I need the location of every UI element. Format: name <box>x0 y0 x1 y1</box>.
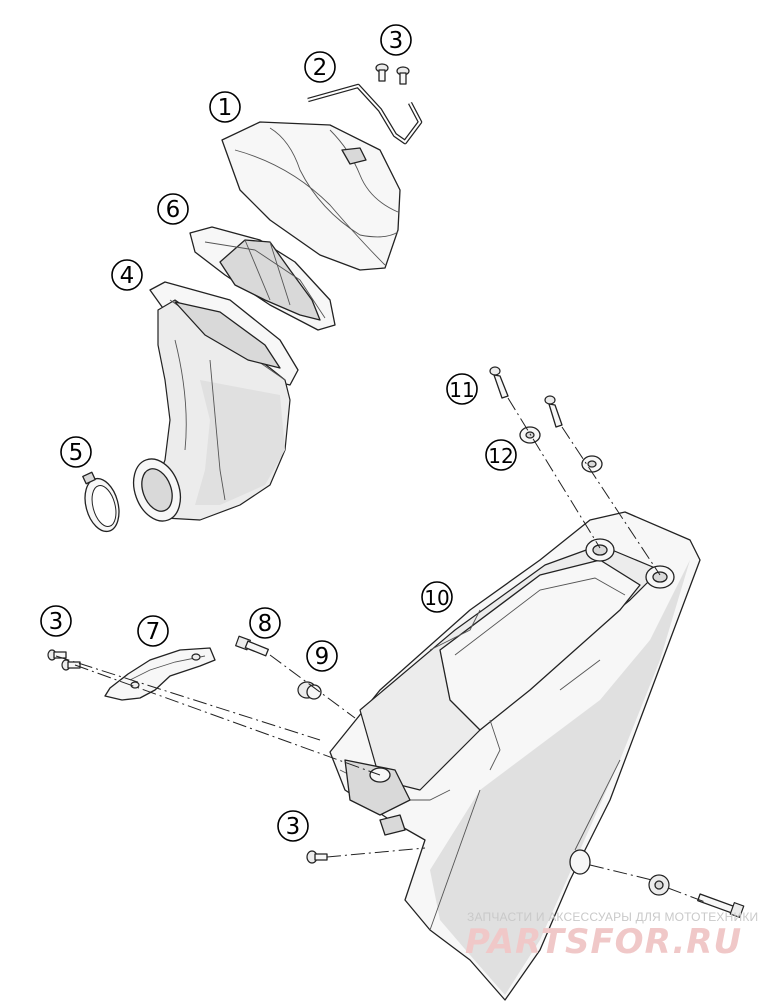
mounting-bracket <box>104 647 216 701</box>
watermark-brand-logo: PARTSFOR.RU <box>465 922 743 962</box>
svg-text:12: 12 <box>488 444 513 468</box>
callout-3-left: 3 <box>40 605 72 637</box>
svg-text:8: 8 <box>258 611 273 637</box>
svg-text:9: 9 <box>315 644 330 670</box>
svg-text:7: 7 <box>146 619 161 645</box>
svg-text:1: 1 <box>218 95 233 121</box>
svg-text:4: 4 <box>120 263 135 289</box>
screw-bottom <box>306 850 328 864</box>
screws-left <box>47 649 81 671</box>
callout-3-top: 3 <box>380 24 412 56</box>
svg-text:2: 2 <box>313 55 328 81</box>
svg-text:3: 3 <box>286 814 301 840</box>
callout-5: 5 <box>60 436 92 468</box>
bolt <box>235 635 269 657</box>
svg-text:3: 3 <box>389 28 404 54</box>
callout-4: 4 <box>111 259 143 291</box>
filter-element <box>189 226 336 331</box>
callout-6: 6 <box>157 193 189 225</box>
leader-lines <box>55 397 706 903</box>
callout-9: 9 <box>306 640 338 672</box>
callout-3-bottom: 3 <box>277 810 309 842</box>
svg-text:5: 5 <box>69 440 84 466</box>
screws-top <box>375 63 410 85</box>
svg-text:6: 6 <box>166 197 181 223</box>
screws-top-right <box>489 366 563 428</box>
svg-text:11: 11 <box>449 378 474 402</box>
airbox-housing <box>329 511 701 1001</box>
callout-10: 10 <box>421 581 453 613</box>
side-fasteners <box>648 874 745 918</box>
svg-text:10: 10 <box>424 586 449 610</box>
filter-cover <box>221 121 401 271</box>
callout-12: 12 <box>485 439 517 471</box>
callout-1: 1 <box>209 91 241 123</box>
hose-clamp <box>82 471 120 533</box>
wire-clip <box>307 83 423 145</box>
callout-7: 7 <box>137 615 169 647</box>
callout-8: 8 <box>249 607 281 639</box>
watermark-caption: ЗАПЧАСТИ И АКСЕССУАРЫ ДЛЯ МОТОТЕХНИКИ <box>467 910 759 924</box>
callout-2: 2 <box>304 51 336 83</box>
intake-boot <box>132 281 299 522</box>
svg-text:3: 3 <box>49 609 64 635</box>
callout-11: 11 <box>446 373 478 405</box>
washers <box>519 426 603 473</box>
